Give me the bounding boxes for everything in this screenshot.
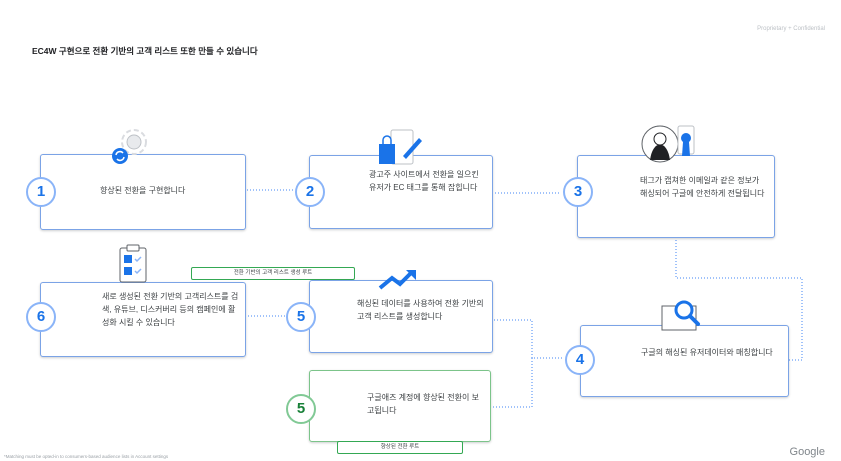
step-1-text: 향상된 전환을 구현합니다	[100, 186, 186, 195]
step-4-text: 구글의 해싱된 유저데이터와 매칭합니다	[641, 348, 773, 357]
step-4-number: 4	[565, 345, 595, 375]
step-5-conversion-box	[309, 370, 491, 442]
step-5-list-text: 해싱된 데이터를 사용하여 전환 기반의 고객 리스트를 생성합니다	[357, 299, 484, 321]
page-title: EC4W 구현으로 전환 기반의 고객 리스트 또한 만들 수 있습니다	[32, 46, 258, 56]
step-3-number: 3	[563, 177, 593, 207]
google-logo: Google	[789, 446, 825, 458]
person-privacy-icon	[641, 125, 695, 163]
shopping-tag-icon	[379, 129, 422, 165]
step-2-number: 2	[295, 177, 325, 207]
step-6-text: 새로 생성된 전환 기반의 고객리스트를 검색, 유튜브, 디스커버리 등의 캠…	[102, 292, 239, 327]
trend-arrow-icon	[378, 270, 416, 290]
step-5-list-box	[309, 280, 493, 353]
gear-sync-icon	[112, 129, 147, 164]
step-5-conversion-text: 구글애즈 계정에 향상된 전환이 보고됩니다	[367, 393, 479, 415]
step-2-text: 광고주 사이트에서 전환을 일으킨 유저가 EC 태그를 통해 잡힙니다	[369, 170, 479, 192]
magnifier-window-icon	[661, 300, 700, 331]
step-4-box	[580, 325, 789, 397]
step-1-box	[40, 154, 246, 230]
clipboard-checklist-icon	[119, 244, 147, 283]
step-6-number: 6	[26, 302, 56, 332]
step-5-list-number: 5	[286, 302, 316, 332]
step-3-text: 태그가 캡쳐한 이메일과 같은 정보가 해싱되어 구글에 안전하게 전달됩니다	[640, 176, 765, 198]
step-5-conversion-number: 5	[286, 394, 316, 424]
confidential-label: Proprietary + Confidential	[757, 26, 825, 32]
list-route-tag: 전환 기반의 고객 리스트 생성 루트	[191, 267, 355, 280]
step-1-number: 1	[26, 177, 56, 207]
step-2-box	[309, 155, 493, 229]
footer-note: *Matching must be opted-in to consumers-…	[4, 454, 169, 459]
conversion-route-tag: 향상된 전환 루트	[337, 441, 463, 454]
step-3-box	[577, 155, 775, 238]
